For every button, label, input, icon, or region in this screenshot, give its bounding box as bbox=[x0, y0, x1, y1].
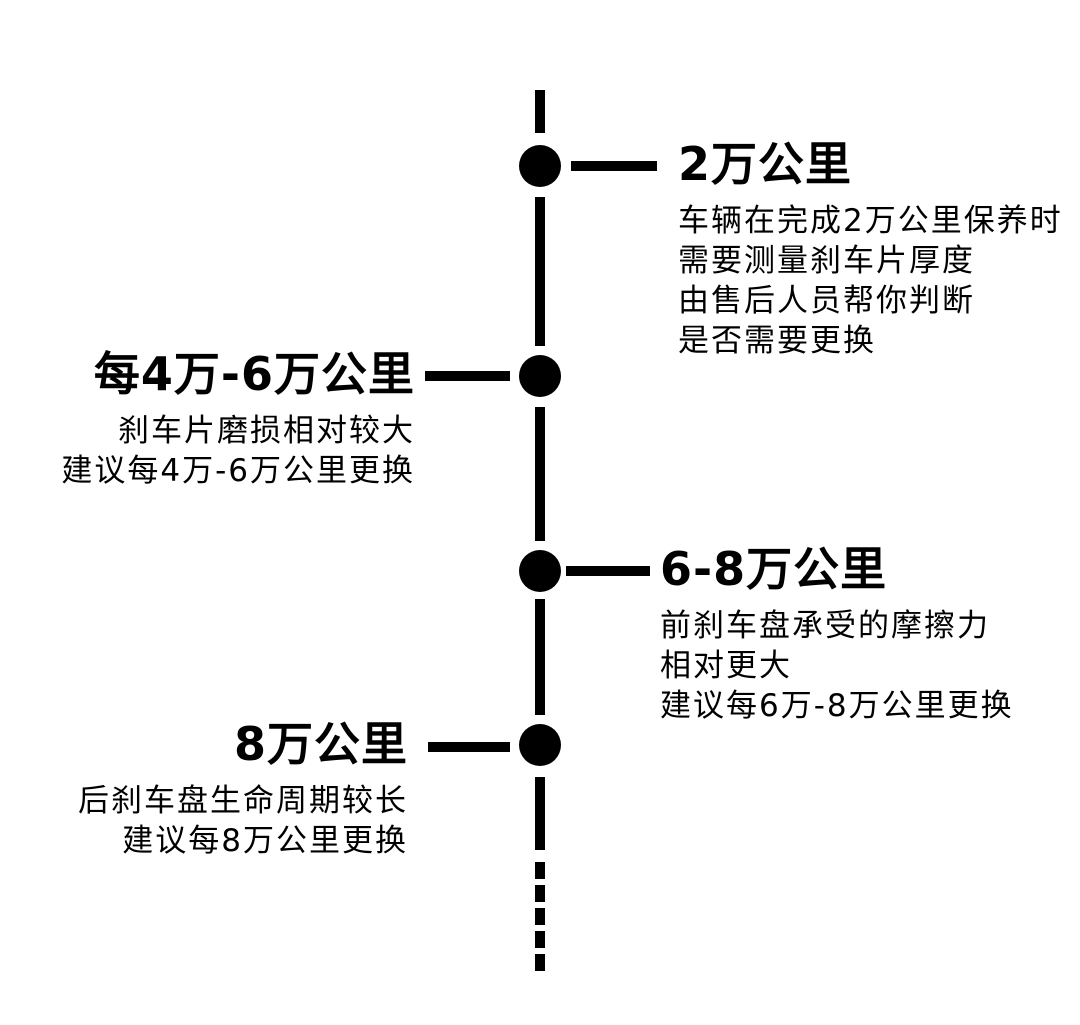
milestone-description-line: 前刹车盘承受的摩擦力 bbox=[660, 608, 990, 644]
milestone-6to8wan: 6-8万公里 前刹车盘承受的摩擦力 相对更大 建议每6万-8万公里更换 bbox=[660, 545, 1014, 726]
milestone-8wan: 8万公里 后刹车盘生命周期较长 建议每8万公里更换 bbox=[78, 720, 408, 861]
milestone-description: 刹车片磨损相对较大 建议每4万-6万公里更换 bbox=[61, 411, 415, 491]
milestone-4to6wan: 每4万-6万公里 刹车片磨损相对较大 建议每4万-6万公里更换 bbox=[61, 350, 415, 491]
milestone-description-line: 建议每8万公里更换 bbox=[122, 823, 408, 859]
timeline-node-3 bbox=[519, 550, 561, 592]
milestone-description-line: 是否需要更换 bbox=[678, 323, 876, 359]
milestone-description: 前刹车盘承受的摩擦力 相对更大 建议每6万-8万公里更换 bbox=[660, 606, 1014, 726]
milestone-title: 6-8万公里 bbox=[660, 542, 888, 596]
milestone-description-line: 建议每6万-8万公里更换 bbox=[660, 688, 1014, 724]
milestone-description-line: 后刹车盘生命周期较长 bbox=[78, 783, 408, 819]
timeline-dash-2 bbox=[535, 885, 545, 902]
timeline-dash-3 bbox=[535, 908, 545, 925]
milestone-description: 车辆在完成2万公里保养时 需要测量刹车片厚度 由售后人员帮你判断 是否需要更换 bbox=[678, 201, 1063, 361]
connector-line-2 bbox=[425, 371, 510, 381]
timeline-dash-1 bbox=[535, 862, 545, 879]
timeline-segment-3 bbox=[535, 599, 545, 715]
milestone-title: 8万公里 bbox=[233, 717, 408, 771]
milestone-description-line: 相对更大 bbox=[660, 648, 792, 684]
timeline-segment-1 bbox=[535, 197, 545, 346]
milestone-description-line: 建议每4万-6万公里更换 bbox=[61, 453, 415, 489]
milestone-description-line: 由售后人员帮你判断 bbox=[678, 283, 975, 319]
timeline-node-1 bbox=[519, 145, 561, 187]
milestone-2wan: 2万公里 车辆在完成2万公里保养时 需要测量刹车片厚度 由售后人员帮你判断 是否… bbox=[678, 140, 1063, 361]
connector-line-3 bbox=[566, 566, 650, 576]
connector-line-4 bbox=[428, 742, 510, 752]
milestone-description-line: 需要测量刹车片厚度 bbox=[678, 243, 975, 279]
timeline-dash-4 bbox=[535, 931, 545, 948]
milestone-description-line: 车辆在完成2万公里保养时 bbox=[678, 203, 1063, 239]
timeline-node-4 bbox=[519, 724, 561, 766]
timeline-segment-2 bbox=[535, 407, 545, 541]
connector-line-1 bbox=[571, 161, 657, 171]
timeline-segment-top bbox=[535, 90, 545, 133]
timeline-dash-5 bbox=[535, 954, 545, 971]
milestone-description: 后刹车盘生命周期较长 建议每8万公里更换 bbox=[78, 781, 408, 861]
timeline-segment-4 bbox=[535, 777, 545, 850]
milestone-title: 每4万-6万公里 bbox=[93, 347, 415, 401]
milestone-description-line: 刹车片磨损相对较大 bbox=[118, 413, 415, 449]
milestone-title: 2万公里 bbox=[678, 137, 853, 191]
timeline-node-2 bbox=[519, 355, 561, 397]
